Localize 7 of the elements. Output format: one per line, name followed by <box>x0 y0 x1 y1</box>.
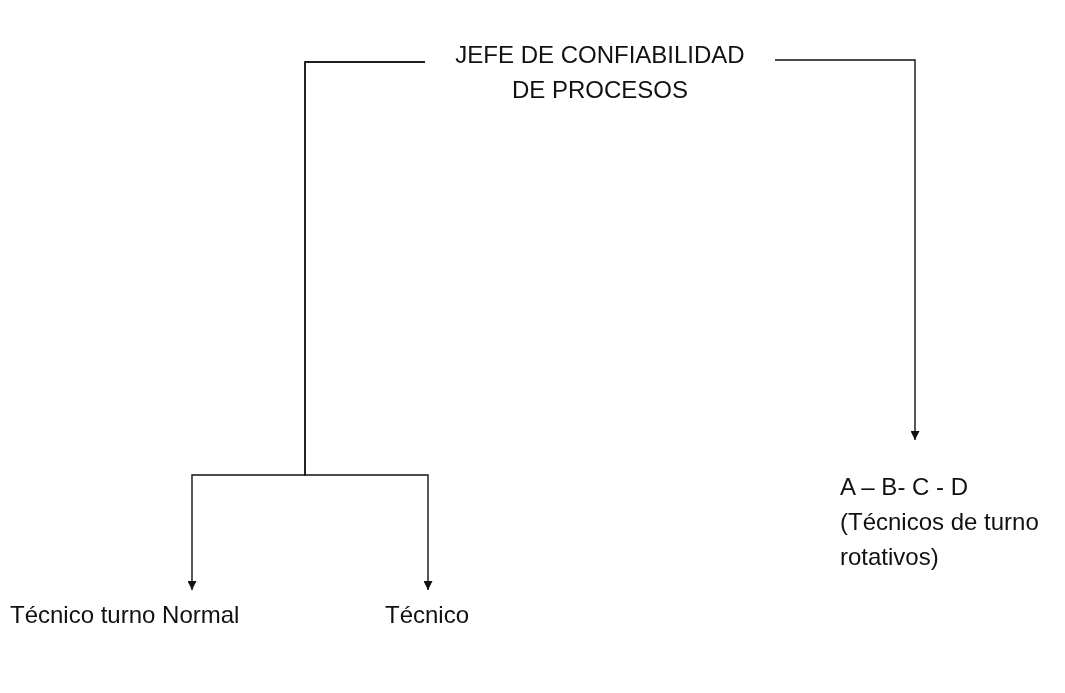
role-title: JEFE DE CONFIABILIDAD DE PROCESOS <box>454 40 746 105</box>
role-label: Técnico turno Normal <box>10 600 241 630</box>
role-label: Técnico <box>385 600 471 630</box>
connector-arrow <box>304 61 433 591</box>
role-label: A – B- C - D <box>840 472 970 502</box>
connector-arrow <box>774 59 920 441</box>
role-label: (Técnicos de turno rotativos) <box>840 506 1040 572</box>
